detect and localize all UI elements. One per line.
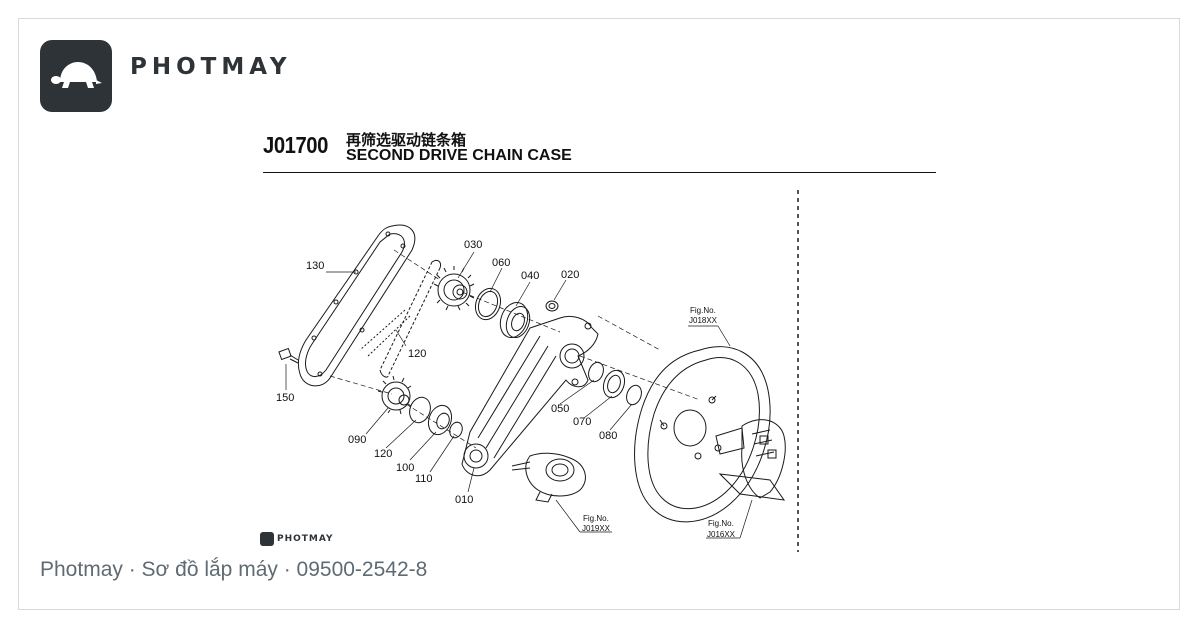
chain-case-cover xyxy=(297,224,416,387)
watermark-turtle-icon xyxy=(260,532,274,546)
callout-060: 060 xyxy=(492,257,510,269)
callout-040: 040 xyxy=(521,270,539,282)
flywheel-housing xyxy=(634,346,771,523)
figure-title-chinese: 再筛选驱动链条箱 xyxy=(346,131,467,149)
callout-050: 050 xyxy=(551,403,569,415)
ref-j016-code: J016XX xyxy=(707,530,736,539)
chain-case-arm xyxy=(461,315,599,477)
callout-070: 070 xyxy=(573,416,591,428)
callout-150: 150 xyxy=(276,392,294,404)
lower-sprocket xyxy=(377,375,412,415)
lower-bearing-set xyxy=(409,396,463,439)
bearing-040 xyxy=(499,302,531,338)
content-card xyxy=(18,18,1180,610)
callout-080: 080 xyxy=(599,430,617,442)
ref-j018-prefix: Fig.No. xyxy=(690,306,716,315)
nut-020 xyxy=(545,300,559,312)
callout-030: 030 xyxy=(464,239,482,251)
turtle-icon xyxy=(51,62,102,88)
callout-090: 090 xyxy=(348,434,366,446)
page-caption: Photmay · Sơ đồ lắp máy · 09500-2542-8 xyxy=(40,558,428,581)
drive-chain xyxy=(359,259,441,378)
bolt-150 xyxy=(278,347,299,364)
circlip-060 xyxy=(474,287,502,321)
ref-j018-code: J018XX xyxy=(689,316,718,325)
callout-110: 110 xyxy=(415,473,433,485)
figure-title-english: SECOND DRIVE CHAIN CASE xyxy=(346,147,572,164)
callout-020: 020 xyxy=(561,269,579,281)
ref-j019-code: J019XX xyxy=(582,524,611,533)
shaft-housing xyxy=(511,452,586,503)
ref-j016-prefix: Fig.No. xyxy=(708,519,734,528)
side-bracket xyxy=(715,419,786,501)
callout-130: 120 xyxy=(408,348,426,360)
brand-logo[interactable] xyxy=(40,40,112,112)
title-rule xyxy=(263,172,936,173)
callout-010: 010 xyxy=(455,494,473,506)
brand-name[interactable]: PHOTMAY xyxy=(130,54,292,80)
ref-j019-prefix: Fig.No. xyxy=(583,514,609,523)
upper-sprocket xyxy=(433,266,475,311)
watermark-text: PHOTMAY xyxy=(277,534,334,544)
leader-lines xyxy=(285,249,753,539)
callout-100: 100 xyxy=(396,462,414,474)
callout-120: 120 xyxy=(374,448,392,460)
figure-code: J01700 xyxy=(263,132,328,158)
callout-140: 130 xyxy=(306,260,324,272)
right-bearing-set xyxy=(588,361,642,406)
